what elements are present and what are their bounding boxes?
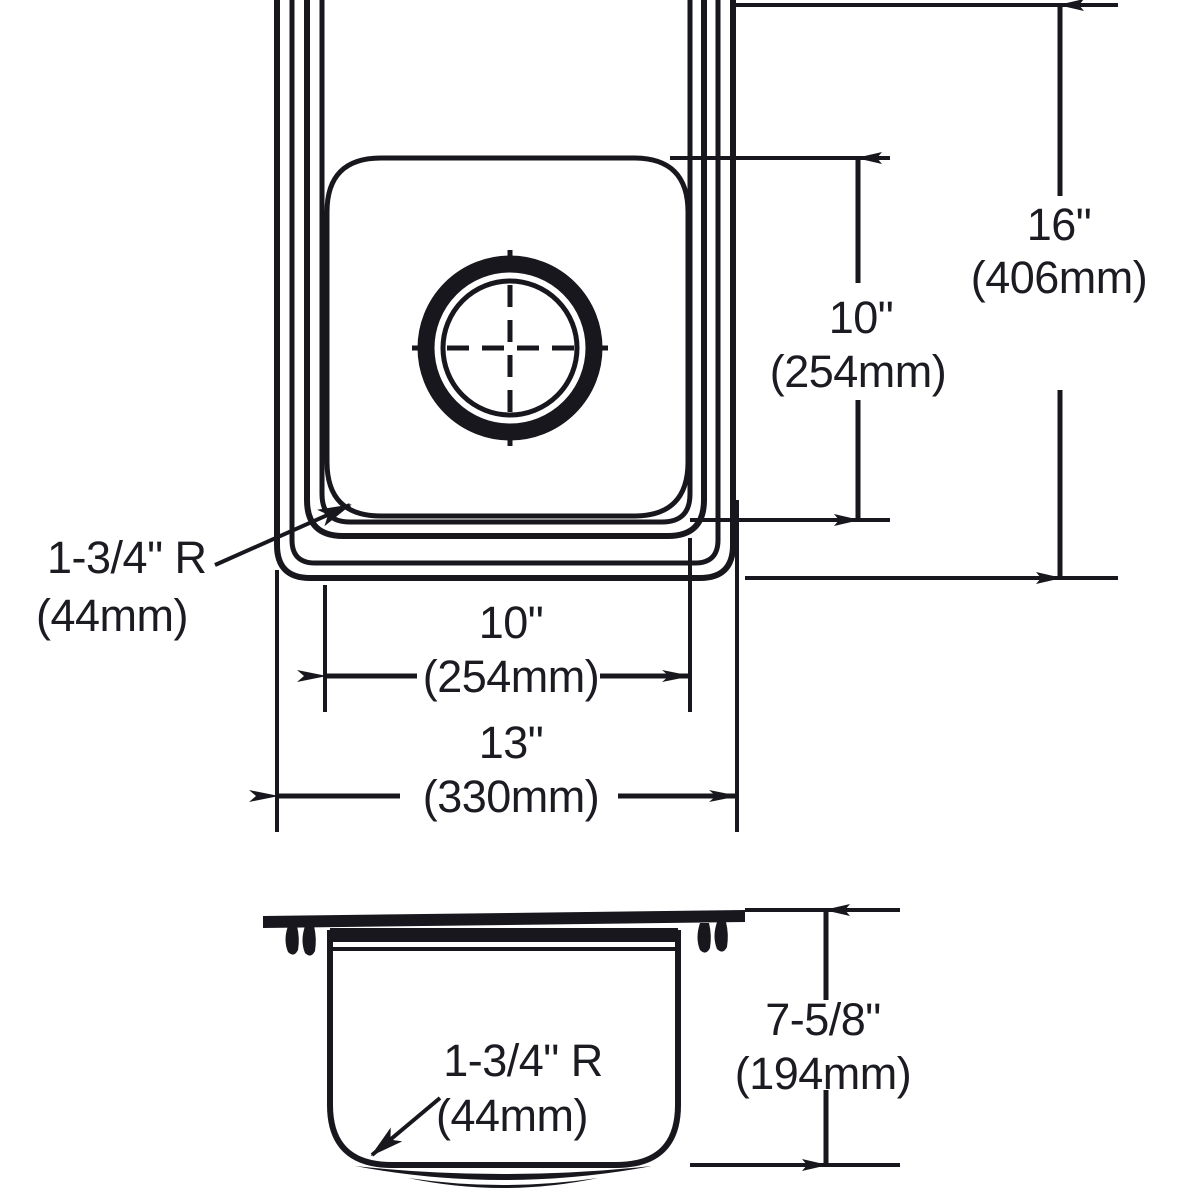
overall-height-metric: (406mm): [971, 252, 1148, 303]
section-bowl-base: [355, 1166, 652, 1188]
bowl-depth-imperial: 7-5/8": [765, 994, 881, 1045]
corner-radius-top-metric: (44mm): [36, 590, 188, 641]
extension-lines-bowl-depth: [690, 908, 900, 1167]
overall-width-imperial: 13": [479, 717, 544, 768]
mounting-clips-left: [282, 916, 331, 956]
section-rim-deck: [263, 910, 745, 951]
bowl-width-imperial: 10": [479, 597, 544, 648]
dimension-bowl-height: 10" (254mm): [770, 152, 947, 526]
section-bowl-body: [327, 930, 681, 1168]
bowl-width-metric: (254mm): [423, 651, 600, 702]
overall-width-metric: (330mm): [423, 771, 600, 822]
dimension-overall-height: 16" (406mm): [971, 0, 1148, 584]
dimension-bowl-depth: 7-5/8" (194mm): [735, 904, 912, 1171]
leader-corner-radius-top: 1-3/4" R (44mm): [36, 503, 352, 641]
section-view: 7-5/8" (194mm) 1-3/4" R (44mm): [263, 904, 912, 1188]
drain-opening: [412, 250, 608, 446]
overall-height-imperial: 16": [1027, 199, 1092, 250]
bowl-height-imperial: 10": [829, 292, 894, 343]
dimension-overall-width: 13" (330mm): [249, 717, 739, 822]
mounting-clips-right: [677, 913, 728, 953]
extension-lines-widths: [275, 500, 739, 832]
leader-corner-radius-section: 1-3/4" R (44mm): [370, 1035, 603, 1157]
corner-radius-section-metric: (44mm): [436, 1090, 588, 1141]
bowl-height-metric: (254mm): [770, 346, 947, 397]
corner-radius-section-imperial: 1-3/4" R: [443, 1035, 603, 1086]
bowl-depth-metric: (194mm): [735, 1048, 912, 1099]
corner-radius-top-imperial: 1-3/4" R: [47, 532, 207, 583]
sink-outer-rim: [274, 0, 736, 581]
top-view: 16" (406mm) 10" (254mm) 10" (254mm): [36, 0, 1148, 832]
dimension-bowl-width: 10" (254mm): [297, 597, 692, 702]
